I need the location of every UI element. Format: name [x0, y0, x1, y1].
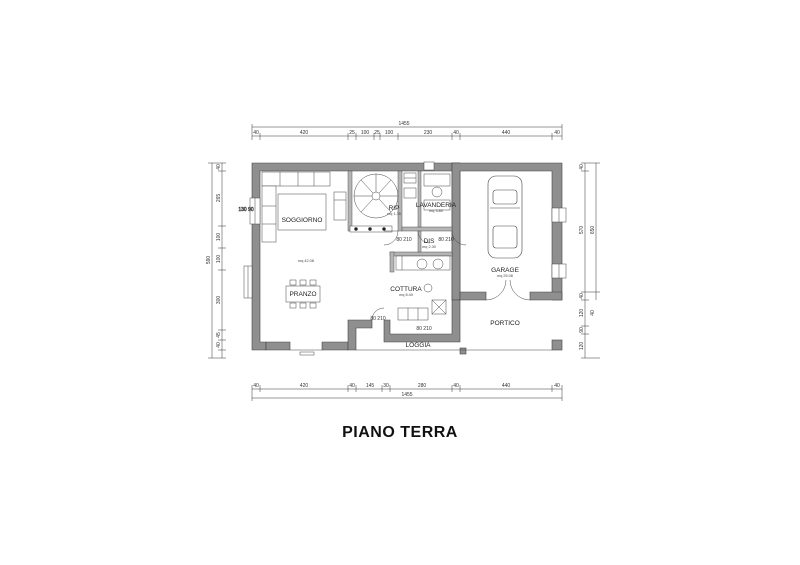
dining-table: [285, 279, 321, 309]
area-dis: mq 2.30: [422, 245, 436, 249]
dim-bottom: 145: [366, 383, 375, 389]
door-swings: [371, 230, 531, 321]
dim-top: 230: [424, 130, 433, 136]
area-lavanderia: mq 3.80: [429, 209, 443, 213]
right-dimension-lines: [581, 162, 600, 359]
dim-bottom-total: 1455: [401, 392, 412, 398]
dim-left: 300: [216, 296, 222, 305]
dim-right: 40: [579, 293, 585, 299]
room-label-dis: DIS: [424, 238, 436, 245]
left-dimension-lines: [208, 162, 226, 359]
area-living: mq 42.08: [298, 259, 314, 263]
right-dimension-labels: 40 570 650 40 120 40 90 120: [579, 164, 596, 350]
top-dimension-lines: [251, 124, 563, 140]
garage-windows: [551, 207, 567, 279]
dim-bottom: 280: [418, 383, 427, 389]
dim-bottom: 40: [554, 383, 560, 389]
rip-closet: [403, 172, 417, 199]
dim-right: 90: [579, 327, 585, 333]
dim-bottom: 40: [349, 383, 355, 389]
dim-left: 265: [216, 194, 222, 203]
area-rip: mq 1.35: [387, 212, 401, 216]
dim-top: 25: [374, 130, 380, 136]
room-label-garage: GARAGE: [491, 267, 519, 274]
opening-labels: 80 210 80 210 80 210 80 210: [370, 237, 454, 332]
dim-left: 100: [216, 233, 222, 242]
room-label-portico: PORTICO: [490, 320, 520, 327]
door-dim-label: 80 210: [438, 237, 454, 243]
left-windows: 130 90: [238, 197, 261, 299]
dim-bottom: 30: [383, 383, 389, 389]
bottom-dimension-labels: 40 420 40 145 30 280 40 440 40 1455: [253, 383, 560, 398]
area-cottura: mq 8.40: [399, 293, 413, 297]
bottom-dimension-lines: [251, 385, 563, 401]
dim-right: 570: [579, 226, 585, 235]
top-dimension-labels: 1455 40 420 25 100 25 100 230 40 440 40: [253, 121, 560, 136]
dim-top: 100: [385, 130, 394, 136]
kitchen-furniture: [395, 255, 451, 321]
dim-top-total: 1455: [398, 121, 409, 127]
dim-right: 650: [590, 226, 596, 235]
room-labels: SOGGIORNO mq 42.08 PRANZO RIP mq 1.35 LA…: [282, 202, 520, 349]
dim-top: 40: [453, 130, 459, 136]
dim-left: 100: [216, 255, 222, 264]
tv-cabinet: [333, 191, 347, 221]
dim-left: 40: [216, 342, 222, 348]
door-dim-label: 80 210: [370, 316, 386, 322]
dim-top: 440: [502, 130, 511, 136]
sofa: [261, 171, 331, 243]
door-dim-label: 80 210: [416, 326, 432, 332]
dim-top: 40: [554, 130, 560, 136]
room-label-rip: RIP: [389, 205, 400, 212]
dim-top: 25: [349, 130, 355, 136]
laundry-fixtures: [423, 161, 451, 211]
dim-right: 120: [579, 342, 585, 351]
room-label-soggiorno: SOGGIORNO: [282, 217, 323, 224]
room-label-loggia: LOGGIA: [406, 342, 432, 349]
dim-bottom: 440: [502, 383, 511, 389]
dim-right: 40: [579, 164, 585, 170]
room-label-cottura: COTTURA: [390, 286, 422, 293]
walls: [251, 162, 563, 355]
left-dimension-labels: 590 40 265 100 100 300 45 40: [206, 164, 222, 348]
dim-bottom: 40: [253, 383, 259, 389]
door-dim-label: 80 210: [396, 237, 412, 243]
room-label-pranzo: PRANZO: [289, 291, 316, 298]
garage-car: [487, 175, 523, 259]
dim-right: 40: [590, 310, 596, 316]
room-label-lavanderia: LAVANDERIA: [416, 202, 457, 209]
dim-bottom: 420: [300, 383, 309, 389]
dim-left: 40: [216, 164, 222, 170]
plan-title: PIANO TERRA: [342, 424, 458, 441]
area-garage: mq 25.08: [497, 274, 513, 278]
dim-bottom: 40: [453, 383, 459, 389]
dim-left-total: 590: [206, 256, 212, 265]
loggia-edge: [290, 349, 552, 356]
dim-left: 45: [216, 332, 222, 338]
spiral-staircase: [349, 173, 399, 233]
dim-top: 420: [300, 130, 309, 136]
window-dim-label: 130 90: [238, 207, 254, 213]
dim-top: 100: [361, 130, 370, 136]
interior-walls: [347, 170, 453, 273]
dim-top: 40: [253, 130, 259, 136]
dim-right: 120: [579, 309, 585, 318]
